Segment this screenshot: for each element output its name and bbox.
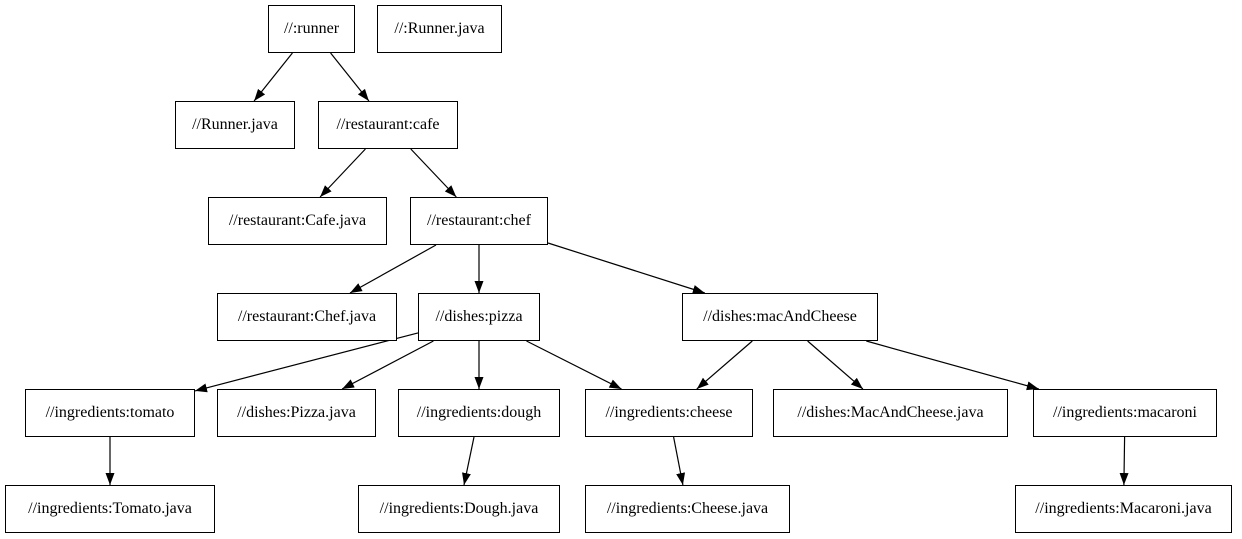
- node-restaurant-chef-java: //restaurant:Chef.java: [217, 293, 397, 341]
- node-dishes-mac-and-cheese-java: //dishes:MacAndCheese.java: [773, 389, 1008, 437]
- edge-pizza-to-cheese: [526, 340, 622, 390]
- node-restaurant-chef: //restaurant:chef: [410, 197, 548, 245]
- edge-cafe-to-cafe_java: [319, 148, 366, 198]
- node-dishes-pizza-java: //dishes:Pizza.java: [217, 389, 376, 437]
- node-ingredients-tomato-java: //ingredients:Tomato.java: [5, 485, 215, 533]
- edge-pizza-to-tomato: [194, 332, 419, 393]
- edge-macaroni-to-macaroni_java: [1119, 436, 1129, 486]
- node-ingredients-cheese-java: //ingredients:Cheese.java: [585, 485, 790, 533]
- edge-mac_and_cheese-to-mac_and_cheese_java: [807, 340, 864, 390]
- node-ingredients-dough-java: //ingredients:Dough.java: [358, 485, 560, 533]
- edge-cafe-to-chef: [410, 148, 457, 198]
- edge-group: [105, 52, 1129, 486]
- node-runner: //:runner: [268, 5, 355, 53]
- edge-chef-to-chef_java: [349, 244, 437, 294]
- node-dishes-pizza: //dishes:pizza: [418, 293, 540, 341]
- edge-runner-to-runner_java: [253, 52, 293, 102]
- edge-pizza-to-pizza_java: [341, 340, 434, 390]
- edge-dough-to-dough_java: [462, 436, 475, 486]
- edge-mac_and_cheese-to-macaroni: [866, 340, 1039, 391]
- node-ingredients-macaroni: //ingredients:macaroni: [1033, 389, 1217, 437]
- node-ingredients-macaroni-java: //ingredients:Macaroni.java: [1015, 485, 1232, 533]
- node-runner-java: //Runner.java: [175, 101, 295, 149]
- node-ingredients-cheese: //ingredients:cheese: [585, 389, 753, 437]
- node-restaurant-cafe: //restaurant:cafe: [318, 101, 458, 149]
- edge-chef-to-mac_and_cheese: [547, 242, 705, 294]
- node-ingredients-tomato: //ingredients:tomato: [25, 389, 195, 437]
- edge-mac_and_cheese-to-cheese: [696, 340, 753, 390]
- node-restaurant-cafe-java: //restaurant:Cafe.java: [208, 197, 387, 245]
- edge-runner-to-cafe: [330, 52, 370, 102]
- node-root-runner-java: //:Runner.java: [377, 5, 502, 53]
- edge-cheese-to-cheese_java: [673, 436, 686, 486]
- node-dishes-mac-and-cheese: //dishes:macAndCheese: [682, 293, 878, 341]
- node-ingredients-dough: //ingredients:dough: [398, 389, 560, 437]
